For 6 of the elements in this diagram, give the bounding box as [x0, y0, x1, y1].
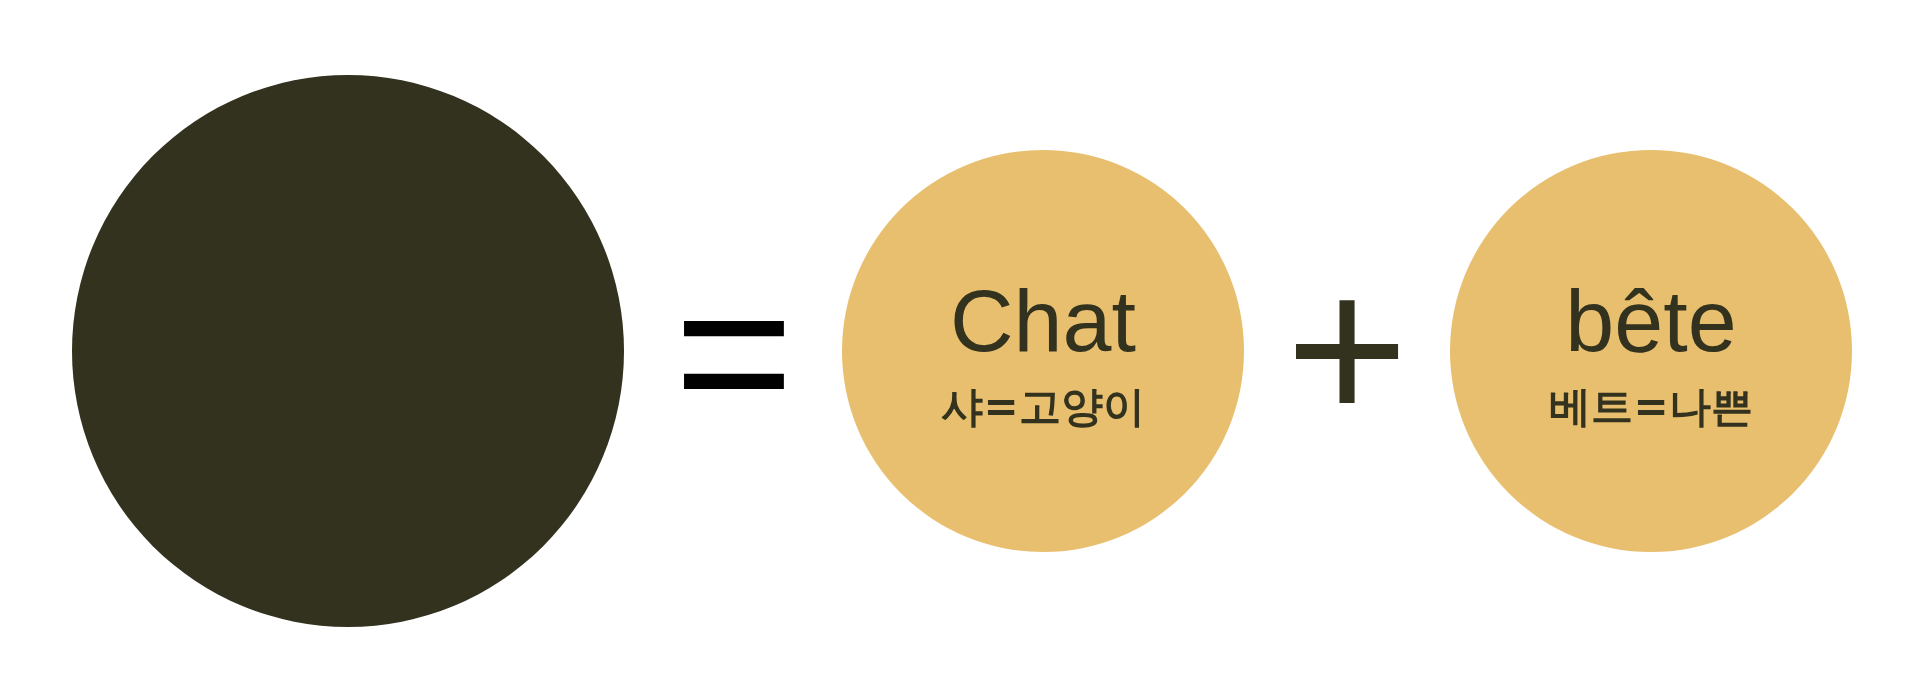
meaning-text: 샤=고양이 — [941, 386, 1145, 428]
word-text: bête — [1565, 277, 1737, 365]
word-text: Chat — [950, 277, 1136, 365]
plus-sign: + — [1285, 243, 1409, 453]
equals-sign: = — [674, 246, 794, 456]
meaning-text: 베트=나쁜 — [1549, 386, 1753, 428]
